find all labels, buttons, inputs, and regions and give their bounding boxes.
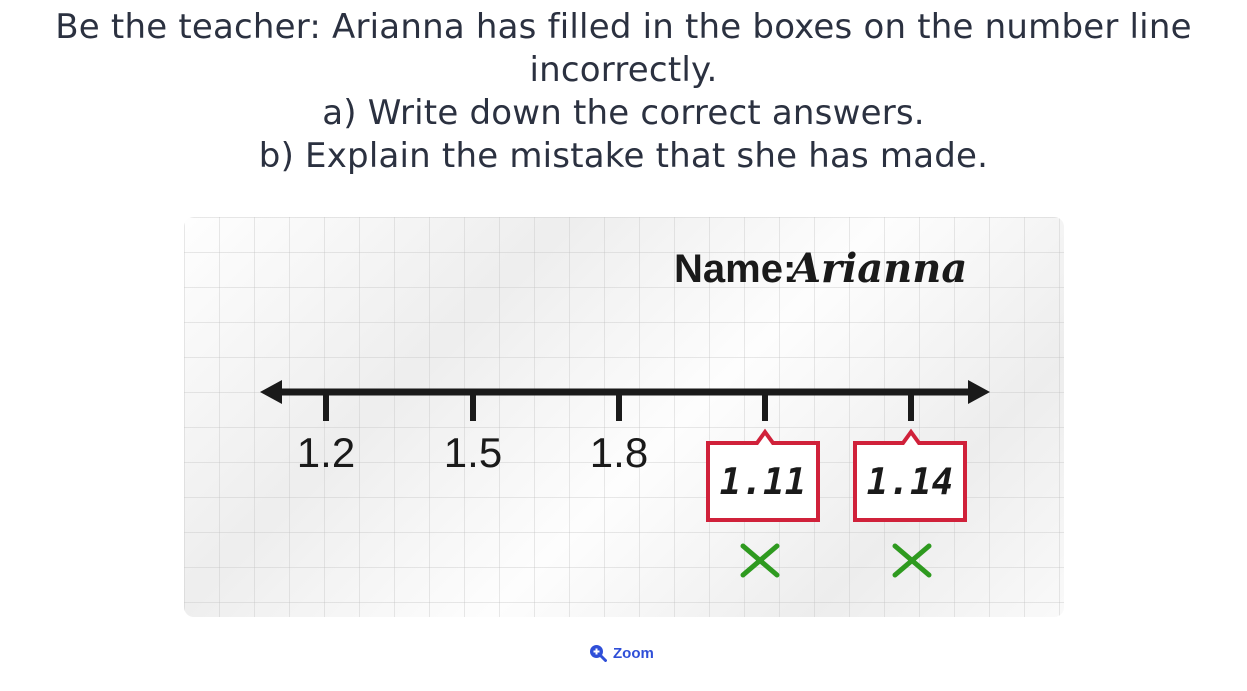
- question-text: Be the teacher: Arianna has filled in th…: [0, 6, 1247, 178]
- answer-box-1: [706, 428, 820, 522]
- tick-label-2: 1.5: [444, 429, 502, 476]
- answer-value-2: 1.14: [867, 462, 954, 503]
- tick-label-3: 1.8: [590, 429, 648, 476]
- worksheet-image: Name: Arianna 1.2 1.5 1.8 1.11 1.14: [184, 217, 1064, 617]
- answer-box-2: [853, 428, 967, 522]
- name-label: Name:: [674, 247, 796, 291]
- right-arrowhead: [968, 380, 990, 404]
- question-line-2: incorrectly.: [529, 50, 718, 90]
- cross-icon: [892, 543, 932, 578]
- cross-icon: [740, 543, 780, 578]
- tick-label-1: 1.2: [297, 429, 355, 476]
- question-line-3: a) Write down the correct answers.: [322, 93, 925, 133]
- answer-value-1: 1.11: [720, 462, 807, 503]
- name-value: Arianna: [786, 245, 967, 292]
- zoom-button[interactable]: Zoom: [589, 642, 654, 664]
- zoom-label: Zoom: [613, 644, 654, 662]
- question-line-1: Be the teacher: Arianna has filled in th…: [55, 7, 1192, 47]
- question-line-4: b) Explain the mistake that she has made…: [258, 136, 989, 176]
- number-line-figure: Name: Arianna 1.2 1.5 1.8 1.11 1.14: [260, 245, 990, 578]
- left-arrowhead: [260, 380, 282, 404]
- zoom-in-icon: [590, 645, 607, 662]
